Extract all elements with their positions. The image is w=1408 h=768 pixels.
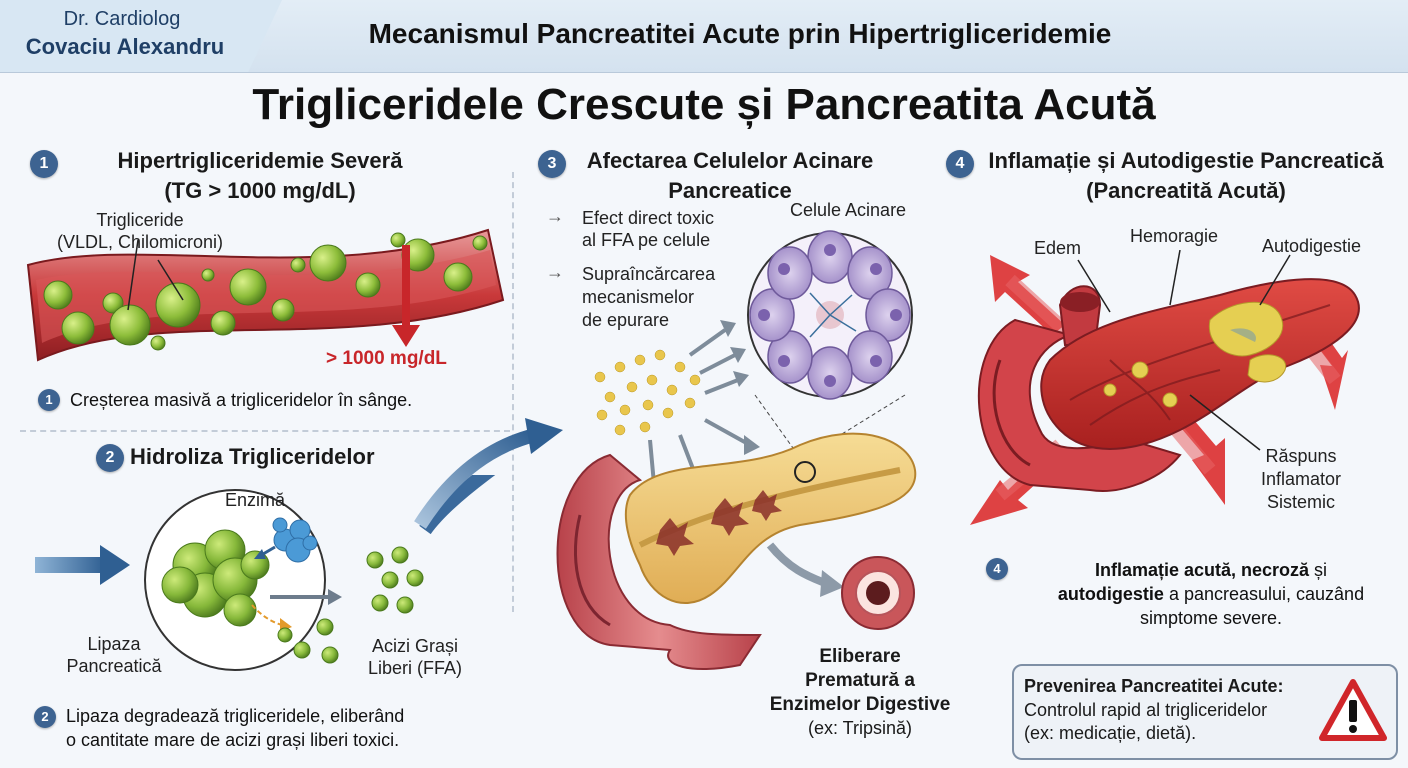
section2-note-line2: o cantitate mare de acizi grași liberi t…	[66, 730, 400, 750]
label-lipase: Lipaza	[87, 634, 141, 654]
prevention-line2: (ex: medicație, dietă).	[1024, 723, 1197, 743]
section3-subtitle: Pancreatice	[668, 178, 792, 203]
bullet1-line1: Efect direct toxic	[582, 208, 715, 228]
section4-title: Inflamație și Autodigestie Pancreatică	[988, 148, 1384, 173]
section2-note-line1: Lipaza degradează trigliceridele, eliber…	[66, 706, 405, 726]
step-badge-4: 4	[946, 150, 974, 178]
label-response-line3: Sistemic	[1266, 492, 1335, 512]
section1-note: Creșterea masivă a trigliceridelor în sâ…	[70, 390, 413, 410]
label-triglycerides: Trigliceride	[96, 210, 184, 230]
note-badge-4: 4	[986, 558, 1008, 580]
release-line2: Prematură a	[805, 670, 915, 691]
bullet-arrow-icon: →	[546, 206, 564, 226]
note-text-and: și	[1309, 560, 1328, 580]
note-bold-inflammation: Inflamație acută, necroză	[1094, 560, 1310, 580]
bullet-arrow-icon: →	[546, 262, 564, 282]
prevention-line1: Controlul rapid al trigliceridelor	[1024, 700, 1268, 720]
author-title: Dr. Cardiolog	[63, 8, 181, 30]
note-badge-1: 1	[38, 389, 60, 411]
section1-title: Hipertrigliceridemie Severă	[117, 148, 403, 173]
pancreas-acinar-illustration	[556, 230, 917, 671]
hydrolysis-illustration	[35, 475, 496, 671]
blood-vessel-illustration	[26, 228, 505, 362]
divider-horizontal	[20, 430, 510, 432]
label-hemorrhage: Hemoragie	[1130, 226, 1219, 246]
label-response-line2: Inflamator	[1260, 469, 1342, 489]
note-bold-autodigestion: autodigestie	[1057, 584, 1164, 604]
note-badge-2: 2	[34, 706, 56, 728]
label-edema: Edem	[1034, 238, 1082, 258]
section2-title: Hidroliza Trigliceridelor	[130, 444, 375, 469]
release-line3: Enzimelor Digestive	[769, 694, 951, 715]
section4-subtitle: (Pancreatită Acută)	[1086, 178, 1286, 203]
inflamed-pancreas-illustration	[970, 250, 1360, 525]
note-text-pancreas: a pancreasului, cauzând	[1163, 584, 1365, 604]
label-lipase-sub: Pancreatică	[66, 656, 162, 676]
bullet2-line3: de epurare	[582, 310, 670, 330]
step-badge-3: 3	[538, 150, 566, 178]
warning-triangle-icon	[1319, 679, 1387, 741]
label-enzyme: Enzimă	[224, 490, 286, 510]
author-box	[0, 0, 282, 72]
section3-title: Afectarea Celulelor Acinare	[586, 148, 874, 173]
label-ffa-sub: Liberi (FFA)	[367, 658, 463, 678]
label-acinar-cells: Celule Acinare	[790, 200, 907, 220]
threshold-label: > 1000 mg/dL	[326, 348, 447, 369]
step-badge-2: 2	[96, 444, 124, 472]
bullet2-line1: Supraîncărcarea	[582, 264, 716, 284]
author-name: Covaciu Alexandru	[25, 34, 225, 59]
step-badge-1: 1	[30, 150, 58, 178]
release-line1: Eliberare	[819, 646, 901, 667]
label-triglycerides-sub: (VLDL, Chilomicroni)	[56, 232, 224, 252]
bullet1-line2: al FFA pe celule	[582, 230, 711, 250]
label-response: Răspuns	[1265, 446, 1337, 466]
label-ffa: Acizi Grași	[371, 636, 458, 656]
header-title: Mecanismul Pancreatitei Acute prin Hiper…	[368, 18, 1112, 49]
bullet2-line2: mecanismelor	[582, 287, 695, 307]
section4-note-line3: simptome severe.	[1139, 608, 1283, 628]
prevention-title: Prevenirea Pancreatitei Acute:	[1024, 676, 1284, 696]
flow-arrow-to-pancreas	[414, 418, 563, 529]
divider-vertical	[512, 172, 514, 612]
section4-note-line1: Inflamație acută, necroză și	[1016, 560, 1406, 581]
main-title: Trigliceridele Crescute și Pancreatita A…	[252, 80, 1156, 129]
release-line4: (ex: Tripsină)	[807, 718, 913, 738]
label-autodigestion: Autodigestie	[1262, 236, 1362, 256]
section1-subtitle: (TG > 1000 mg/dL)	[164, 178, 356, 203]
section4-note-line2: autodigestie a pancreasului, cauzând	[1016, 584, 1406, 605]
